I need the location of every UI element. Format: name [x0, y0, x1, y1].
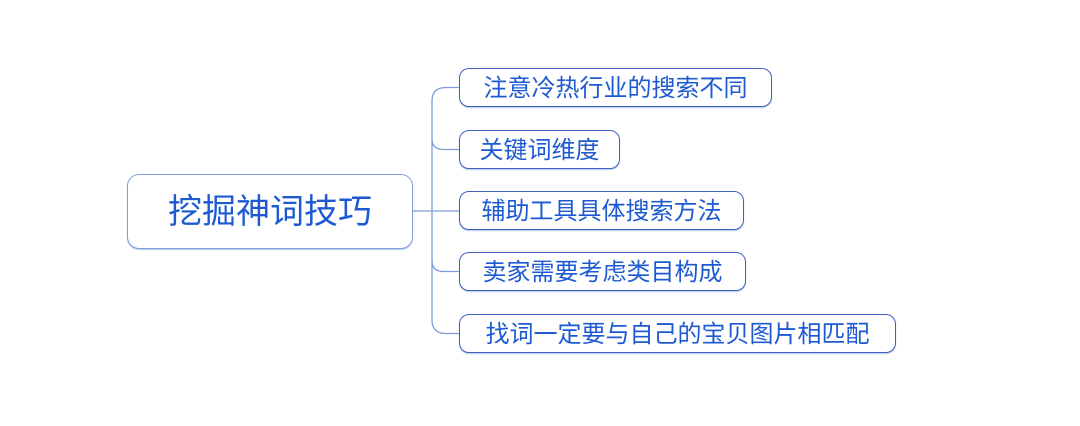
child-topic-3[interactable]: 辅助工具具体搜索方法: [459, 191, 744, 230]
child-topic-5[interactable]: 找词一定要与自己的宝贝图片相匹配: [459, 314, 896, 353]
child-topic-2[interactable]: 关键词维度: [459, 130, 620, 169]
connector-branch-child-2: [431, 138, 459, 151]
connector-trunk: [431, 86, 459, 335]
connector-branch-child-4: [431, 260, 459, 273]
child-topic-4[interactable]: 卖家需要考虑类目构成: [459, 252, 746, 291]
root-topic[interactable]: 挖掘神词技巧: [127, 174, 413, 249]
child-topic-1[interactable]: 注意冷热行业的搜索不同: [459, 68, 772, 107]
